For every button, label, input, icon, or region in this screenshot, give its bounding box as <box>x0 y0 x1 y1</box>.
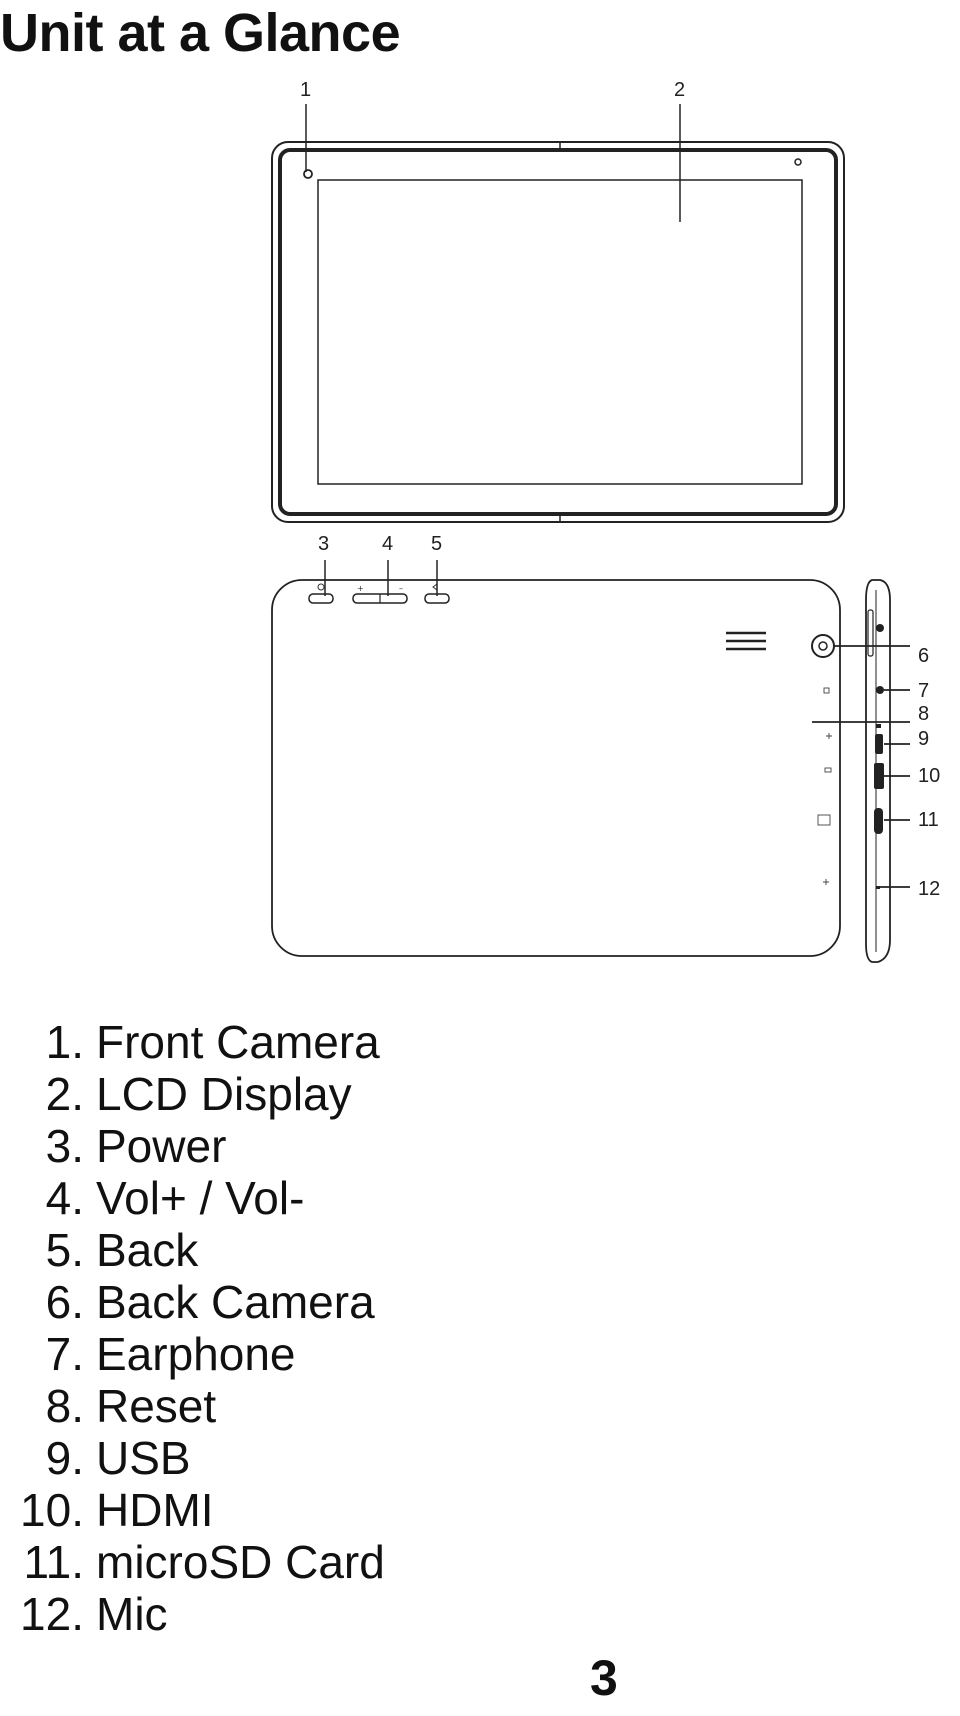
back-callouts <box>324 560 438 596</box>
callout-4-label: 4 <box>382 533 393 555</box>
legend-item: 11.microSD Card <box>0 1536 520 1588</box>
legend-number: 5. <box>45 1224 84 1276</box>
svg-text:+: + <box>357 584 364 593</box>
callout-5-label: 5 <box>431 533 442 555</box>
usb-icon <box>826 733 832 739</box>
legend-item: 10.HDMI <box>0 1484 520 1536</box>
legend-label: Back Camera <box>96 1276 375 1328</box>
legend-number: 3. <box>45 1120 84 1172</box>
callout-9-label: 9 <box>918 728 929 750</box>
page-number: 3 <box>590 1650 618 1706</box>
legend-label: Back <box>96 1224 199 1276</box>
legend-label: Vol+ / Vol- <box>96 1172 305 1224</box>
legend-item: 3.Power <box>0 1120 520 1172</box>
legend-item: 2.LCD Display <box>0 1068 520 1120</box>
legend-number: 4. <box>45 1172 84 1224</box>
side-callouts <box>812 645 910 888</box>
front-camera-lens <box>303 169 313 179</box>
legend-item: 1.Front Camera <box>0 1016 520 1068</box>
earphone-icon <box>823 687 830 694</box>
speaker-grille <box>726 631 766 651</box>
legend-label: Front Camera <box>96 1016 380 1068</box>
tablet-diagram: 1 2 + – 3 4 5 <box>271 79 940 963</box>
legend-item: 12.Mic <box>0 1588 520 1640</box>
hdmi-icon <box>824 767 832 773</box>
side-profile-outline <box>865 579 891 963</box>
usb-port-shape <box>875 734 883 754</box>
legend-item: 8.Reset <box>0 1380 520 1432</box>
legend-label: Earphone <box>96 1328 296 1380</box>
reset-hole-shape <box>876 724 881 728</box>
legend-item: 6.Back Camera <box>0 1276 520 1328</box>
microsd-icon <box>817 814 831 826</box>
svg-text:–: – <box>399 584 403 593</box>
front-callouts <box>305 104 681 222</box>
back-camera-ring <box>811 634 835 658</box>
parts-legend: 1.Front Camera 2.LCD Display 3.Power 4.V… <box>0 1016 520 1640</box>
tablet-back-view <box>271 579 841 957</box>
legend-number: 10. <box>20 1484 84 1536</box>
callout-3-label: 3 <box>318 533 329 555</box>
callout-2-label: 2 <box>674 79 685 101</box>
power-button-shape <box>308 593 334 604</box>
side-top-button <box>867 609 874 657</box>
tablet-front-outer-body <box>271 141 845 523</box>
legend-number: 2. <box>45 1068 84 1120</box>
legend-item: 9.USB <box>0 1432 520 1484</box>
legend-label: microSD Card <box>96 1536 385 1588</box>
legend-item: 7.Earphone <box>0 1328 520 1380</box>
legend-label: Mic <box>96 1588 168 1640</box>
callout-8-label: 8 <box>918 703 929 725</box>
mic-hole-shape <box>876 886 880 889</box>
legend-label: Power <box>96 1120 227 1172</box>
microsd-slot-shape <box>874 808 883 834</box>
legend-label: Reset <box>96 1380 217 1432</box>
callout-6-label: 6 <box>918 645 929 667</box>
legend-item: 4.Vol+ / Vol- <box>0 1172 520 1224</box>
legend-number: 1. <box>45 1016 84 1068</box>
legend-item: 5.Back <box>0 1224 520 1276</box>
legend-label: LCD Display <box>96 1068 352 1120</box>
callout-7-label: 7 <box>918 680 929 702</box>
tablet-front-bezel <box>278 148 838 516</box>
page-title: Unit at a Glance <box>0 3 401 63</box>
legend-label: HDMI <box>96 1484 214 1536</box>
callout-1-label: 1 <box>300 79 311 101</box>
callout-11-label: 11 <box>918 809 939 831</box>
legend-number: 7. <box>45 1328 84 1380</box>
light-sensor-dot <box>794 158 802 166</box>
back-button-icons: + – <box>317 583 438 593</box>
legend-number: 11. <box>23 1536 84 1588</box>
tablet-front-view <box>271 141 845 523</box>
legend-number: 12. <box>20 1588 84 1640</box>
back-camera-lens <box>818 641 828 651</box>
lcd-display-area <box>317 179 803 485</box>
legend-number: 6. <box>45 1276 84 1328</box>
legend-number: 9. <box>45 1432 84 1484</box>
side-port-icons <box>816 687 832 885</box>
hdmi-port-shape <box>874 763 884 789</box>
tablet-side-view <box>865 579 891 963</box>
power-icon <box>317 583 325 591</box>
legend-label: USB <box>96 1432 191 1484</box>
legend-number: 8. <box>45 1380 84 1432</box>
tablet-back-body <box>271 579 841 957</box>
mic-icon <box>823 879 829 885</box>
callout-10-label: 10 <box>918 765 940 787</box>
callout-12-label: 12 <box>918 878 940 900</box>
earphone-jack-shape <box>876 686 884 694</box>
